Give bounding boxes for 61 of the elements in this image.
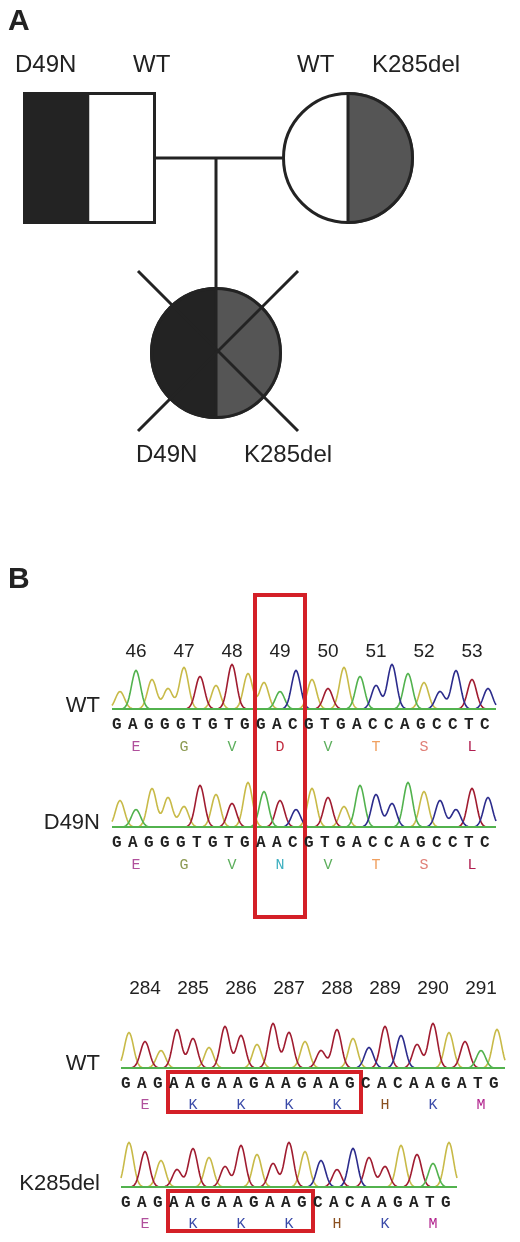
amino-acid: G xyxy=(179,856,189,874)
codon-number: 291 xyxy=(465,976,497,998)
amino-acid: K xyxy=(284,1215,294,1233)
amino-acid: V xyxy=(323,738,333,756)
amino-acid: N xyxy=(275,856,285,874)
amino-acid: K xyxy=(188,1096,198,1114)
genotype-label: D49N xyxy=(136,440,198,468)
codon-number: 287 xyxy=(273,976,305,998)
genotype-label: WT xyxy=(297,50,335,78)
amino-acid: K xyxy=(236,1096,246,1114)
amino-acid: T xyxy=(371,856,381,874)
amino-acid: M xyxy=(428,1215,438,1233)
amino-acid: H xyxy=(332,1215,342,1233)
sample-label: WT xyxy=(65,693,100,717)
genotype-label: WT xyxy=(133,50,171,78)
codon-number: 53 xyxy=(461,639,483,661)
codon-number: 51 xyxy=(365,639,387,661)
amino-acid: H xyxy=(380,1096,390,1114)
codon-number: 48 xyxy=(221,639,243,661)
amino-acid: T xyxy=(371,738,381,756)
amino-acid: V xyxy=(227,738,237,756)
amino-acid: K xyxy=(332,1096,342,1114)
codon-number: 49 xyxy=(269,639,291,661)
amino-acid: V xyxy=(323,856,333,874)
amino-acid: K xyxy=(284,1096,294,1114)
genotype-label: K285del xyxy=(244,440,333,468)
genotype-label: D49N xyxy=(15,50,77,78)
codon-number: 286 xyxy=(225,976,257,998)
amino-acid: E xyxy=(131,856,141,874)
codon-number: 289 xyxy=(369,976,401,998)
genotype-label: K285del xyxy=(372,50,461,78)
codon-number: 285 xyxy=(177,976,209,998)
amino-acid: S xyxy=(419,738,429,756)
sample-label: D49N xyxy=(43,810,100,834)
amino-acid: S xyxy=(419,856,429,874)
amino-acid: G xyxy=(179,738,189,756)
amino-acid: K xyxy=(188,1215,198,1233)
panel-label: A xyxy=(8,4,30,36)
amino-acid: E xyxy=(140,1215,150,1233)
codon-number: 284 xyxy=(129,976,161,998)
pedigree-line xyxy=(156,156,282,160)
amino-acid: K xyxy=(428,1096,438,1114)
codon-number: 290 xyxy=(417,976,449,998)
amino-acid: L xyxy=(467,856,477,874)
sample-label: WT xyxy=(65,1051,100,1075)
amino-acid: L xyxy=(467,738,477,756)
amino-acid: K xyxy=(380,1215,390,1233)
amino-acid: D xyxy=(275,738,285,756)
amino-acid: M xyxy=(476,1096,486,1114)
amino-acid: V xyxy=(227,856,237,874)
pedigree-line xyxy=(214,158,218,287)
amino-acid: E xyxy=(140,1096,150,1114)
codon-number: 46 xyxy=(125,639,147,661)
codon-number: 52 xyxy=(413,639,435,661)
amino-acid: E xyxy=(131,738,141,756)
sample-label: K285del xyxy=(19,1171,100,1195)
codon-number: 288 xyxy=(321,976,353,998)
codon-number: 50 xyxy=(317,639,339,661)
amino-acid: K xyxy=(236,1215,246,1233)
panel-label: B xyxy=(8,562,30,594)
codon-number: 47 xyxy=(173,639,195,661)
